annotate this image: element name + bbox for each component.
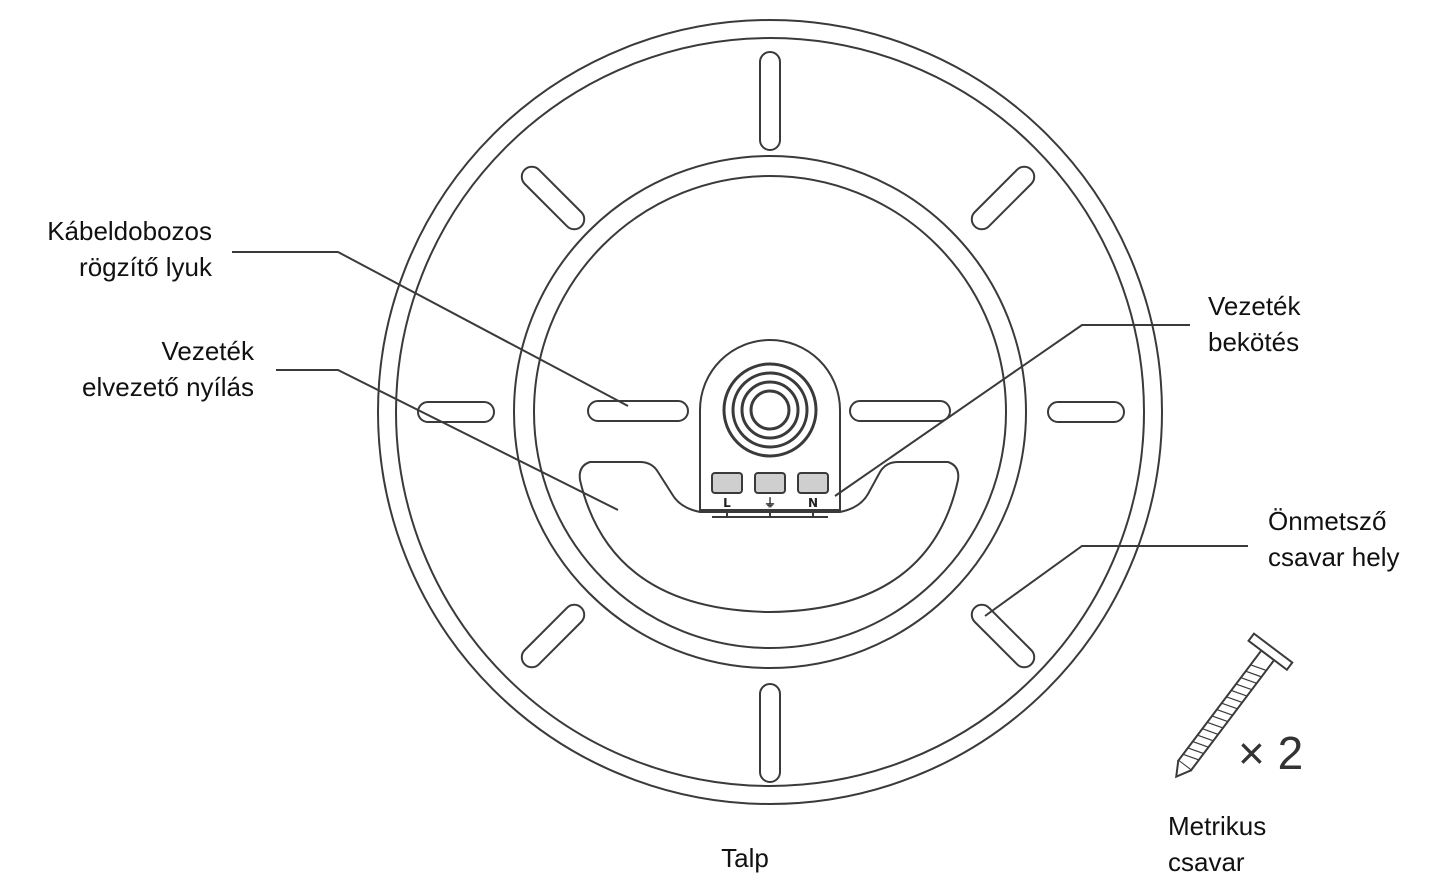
terminal-label-l: L [723, 496, 731, 510]
wire-outlet-opening [578, 461, 960, 614]
leader-wire-connection [834, 324, 1190, 497]
terminal-label-n: N [808, 496, 818, 510]
metric-screw-icon [1175, 632, 1294, 779]
terminal-block [711, 472, 829, 518]
inner-slot-left [587, 400, 689, 422]
inner-ring-outer [513, 155, 1027, 669]
leader-self-tapping-screw [984, 545, 1248, 617]
inner-slot-right [849, 400, 951, 422]
label-wire-connection: Vezeték bekötés [1208, 291, 1301, 357]
screw-slots [417, 51, 1125, 783]
label-self-tapping-screw: Önmetsző csavar hely [1268, 506, 1400, 572]
outer-rim [377, 19, 1163, 805]
terminal-label-earth: ⏚ [764, 496, 776, 510]
quantity-label: × 2 [1238, 727, 1304, 779]
center-boss [699, 339, 841, 511]
leader-wire-outlet [276, 369, 619, 511]
inner-ring-inner [533, 175, 1007, 649]
label-wire-outlet: Vezeték elvezető nyílás [82, 336, 254, 402]
leader-cable-box-hole [232, 251, 629, 407]
label-cable-box-hole: Kábeldobozos rögzítő lyuk [47, 216, 212, 282]
outer-rim-inner [395, 37, 1145, 787]
label-metric-screw: Metrikus csavar [1168, 811, 1267, 877]
label-base: Talp [721, 843, 769, 873]
